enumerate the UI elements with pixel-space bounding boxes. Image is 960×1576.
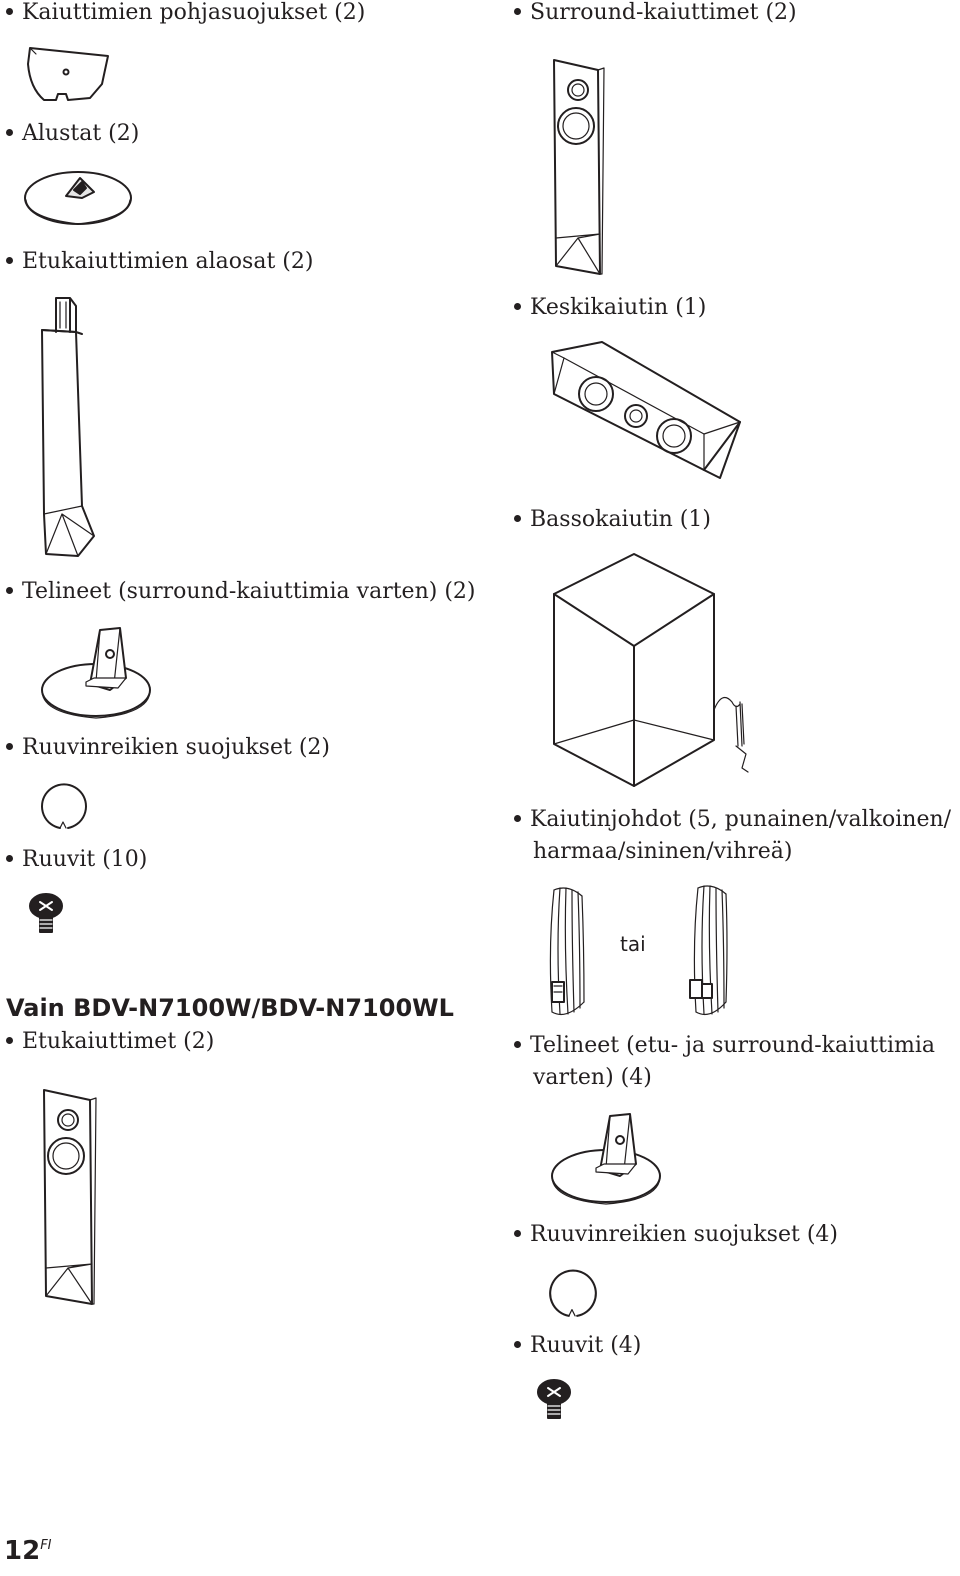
speaker-cord-illustration-2 <box>689 885 728 1015</box>
screw-illustration-2 <box>537 1379 571 1419</box>
front-speaker-bottom-illustration <box>41 297 95 557</box>
item-subwoofer: Bassokaiutin (1) <box>514 504 711 536</box>
page-number: 12FI <box>4 1536 52 1566</box>
item-label-line1: Kaiutinjohdot (5, punainen/valkoinen/ <box>530 807 952 832</box>
subwoofer-illustration <box>553 553 749 787</box>
item-label: Kaiuttimien pohjasuojukset (2) <box>22 0 366 25</box>
base-cover-illustration <box>27 47 109 101</box>
front-speaker-illustration <box>43 1089 97 1305</box>
page-number-value: 12 <box>4 1536 41 1566</box>
item-surround-speakers: Surround-kaiuttimet (2) <box>514 0 797 29</box>
item-speaker-cords: Kaiutinjohdot (5, punainen/valkoinen/ <box>514 804 951 836</box>
item-front-speaker-bottoms: Etukaiuttimien alaosat (2) <box>6 246 313 278</box>
bullet <box>514 1040 521 1048</box>
screw-hole-cover-illustration-2 <box>549 1269 597 1317</box>
item-speaker-base-covers: Kaiuttimien pohjasuojukset (2) <box>6 0 365 29</box>
item-label-line1: Telineet (etu- ja surround-kaiuttimia <box>530 1033 936 1058</box>
bullet <box>6 256 13 264</box>
item-label: Ruuvinreikien suojukset (4) <box>530 1222 838 1247</box>
bullet <box>6 854 13 862</box>
item-center-speaker: Keskikaiutin (1) <box>514 292 706 324</box>
page-lang: FI <box>40 1538 52 1553</box>
screw-illustration <box>29 893 63 933</box>
item-speaker-cords-line2: harmaa/sininen/vihreä) <box>533 839 793 864</box>
surround-speaker-illustration <box>553 59 605 275</box>
item-label: Etukaiuttimet (2) <box>22 1029 215 1054</box>
bullet <box>514 1340 521 1348</box>
item-surround-stands: Telineet (surround-kaiuttimia varten) (2… <box>6 576 475 608</box>
bullet <box>6 128 13 136</box>
bullet <box>514 1229 521 1237</box>
item-screws: Ruuvit (10) <box>6 844 147 876</box>
item-label: Etukaiuttimien alaosat (2) <box>22 249 314 274</box>
front-surround-stand-illustration <box>551 1113 661 1205</box>
item-bases: Alustat (2) <box>6 118 139 150</box>
bullet <box>6 1036 13 1044</box>
bullet <box>514 514 521 522</box>
bullet <box>6 742 13 750</box>
bullet <box>514 814 521 822</box>
item-front-surround-stands-line2: varten) (4) <box>533 1065 652 1090</box>
or-label: tai <box>620 932 646 956</box>
item-label: Alustat (2) <box>22 121 140 146</box>
item-screws-4: Ruuvit (4) <box>514 1330 641 1362</box>
screw-hole-cover-illustration <box>41 783 87 829</box>
center-speaker-illustration <box>551 341 741 479</box>
bullet <box>6 7 13 15</box>
speaker-cord-illustration <box>549 887 585 1015</box>
item-label: Ruuvinreikien suojukset (2) <box>22 735 330 760</box>
item-screw-hole-covers-4: Ruuvinreikien suojukset (4) <box>514 1219 838 1251</box>
bullet <box>6 586 13 594</box>
item-label: Ruuvit (4) <box>530 1333 642 1358</box>
item-label: Bassokaiutin (1) <box>530 507 711 532</box>
section-heading: Vain BDV-N7100W/BDV-N7100WL <box>6 994 454 1022</box>
item-front-speakers: Etukaiuttimet (2) <box>6 1026 214 1058</box>
item-label: Ruuvit (10) <box>22 847 148 872</box>
surround-stand-illustration <box>41 627 151 719</box>
item-label: Keskikaiutin (1) <box>530 295 707 320</box>
item-front-surround-stands: Telineet (etu- ja surround-kaiuttimia <box>514 1030 935 1062</box>
base-disc-illustration <box>24 171 132 225</box>
item-label: Surround-kaiuttimet (2) <box>530 0 797 25</box>
item-label: Telineet (surround-kaiuttimia varten) (2… <box>22 579 476 604</box>
item-screw-hole-covers: Ruuvinreikien suojukset (2) <box>6 732 330 764</box>
bullet <box>514 302 521 310</box>
bullet <box>514 7 521 15</box>
